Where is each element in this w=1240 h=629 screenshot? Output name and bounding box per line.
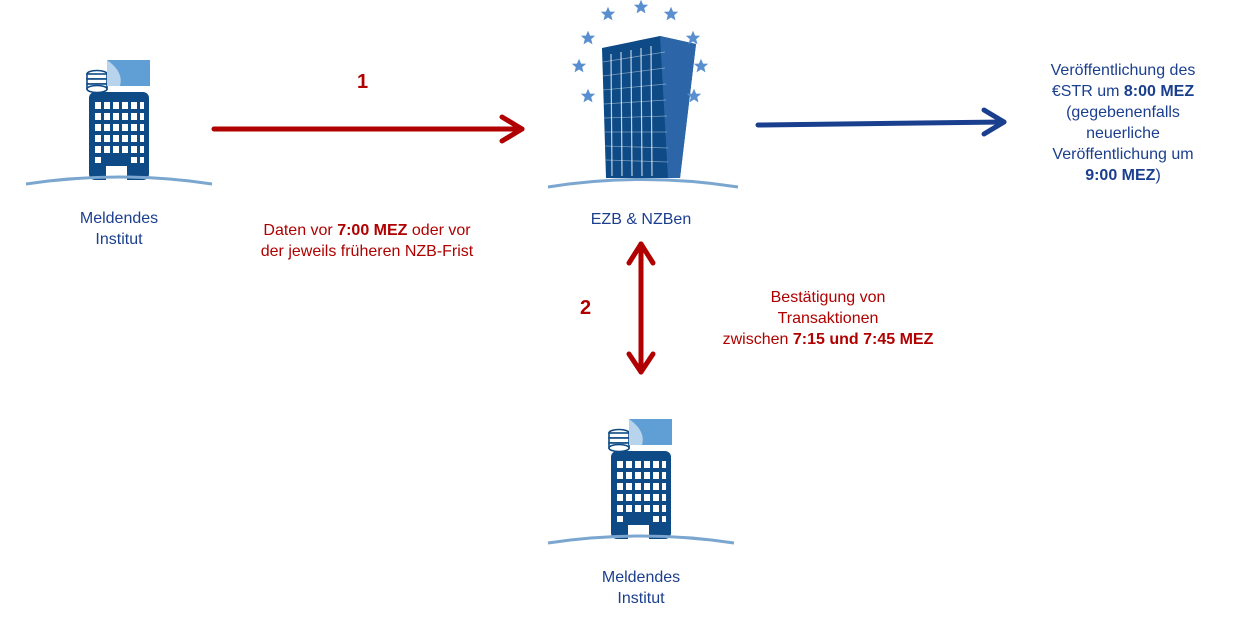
star-icon: [580, 30, 596, 45]
star-icon: [600, 6, 616, 21]
arrow-publication: [755, 107, 1007, 137]
star-icon: [633, 0, 649, 14]
left-institution-label: Meldendes Institut: [79, 210, 159, 248]
step-2-description: Bestätigung von Transaktionen zwischen 7…: [722, 289, 934, 348]
ecb-label: EZB & NZBen: [590, 211, 692, 228]
arrow-step-2: [626, 241, 656, 375]
step-1-number: 1: [357, 71, 369, 93]
star-icon: [693, 58, 709, 73]
step-2-number: 2: [580, 297, 592, 319]
office-building-icon: [24, 58, 214, 186]
star-icon: [580, 88, 596, 103]
star-icon: [571, 58, 587, 73]
office-building-icon: [546, 417, 736, 545]
step-1-description: Daten vor 7:00 MEZ oder vor der jeweils …: [260, 222, 474, 260]
publication-description: Veröffentlichung des €STR um 8:00 MEZ (g…: [1050, 62, 1196, 184]
star-icon: [663, 6, 679, 21]
arrow-step-1: [211, 114, 525, 144]
bottom-institution-label: Meldendes Institut: [601, 569, 681, 607]
ecb-tower-icon: [547, 36, 739, 189]
